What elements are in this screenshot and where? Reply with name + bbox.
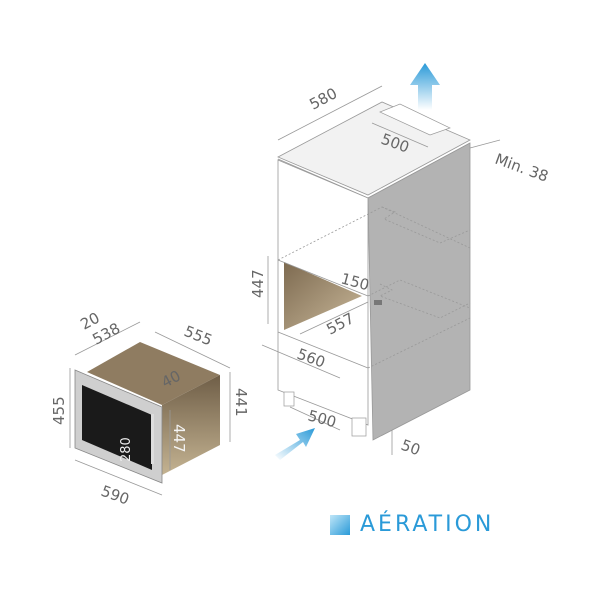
dim-body-depth: 555 bbox=[182, 322, 215, 349]
cabinet-top-vent bbox=[379, 103, 451, 136]
microwave bbox=[69, 321, 231, 496]
microwave-door-glass bbox=[82, 385, 152, 470]
microwave-side bbox=[162, 375, 220, 475]
dim-body-height: 441 bbox=[232, 388, 250, 417]
dim-opening-height: 447 bbox=[249, 269, 267, 298]
airflow-legend-swatch-icon bbox=[330, 514, 350, 535]
legend-label: AÉRATION bbox=[360, 512, 495, 537]
dim-plinth: 50 bbox=[399, 436, 423, 459]
dim-front-height: 455 bbox=[50, 396, 68, 425]
microwave-top bbox=[87, 342, 220, 405]
cabinet-foot bbox=[351, 417, 367, 437]
microwave-handle bbox=[151, 414, 154, 464]
dim-door-height: 280 bbox=[119, 437, 134, 462]
legend: AÉRATION bbox=[330, 512, 494, 537]
airflow-in-arrow bbox=[275, 428, 315, 460]
dim-cavity-height: 447 bbox=[170, 424, 188, 453]
cabinet-bracket bbox=[374, 300, 382, 305]
cabinet-opening bbox=[284, 262, 362, 330]
cabinet-foot bbox=[283, 391, 295, 407]
airflow-out-arrow bbox=[410, 63, 440, 110]
dim-front-width: 590 bbox=[99, 482, 132, 509]
cabinet-side-panel bbox=[367, 142, 471, 441]
dim-cabinet-width: 580 bbox=[306, 84, 340, 113]
cabinet bbox=[261, 85, 501, 455]
dim-top-clearance: Min. 38 bbox=[493, 150, 551, 186]
